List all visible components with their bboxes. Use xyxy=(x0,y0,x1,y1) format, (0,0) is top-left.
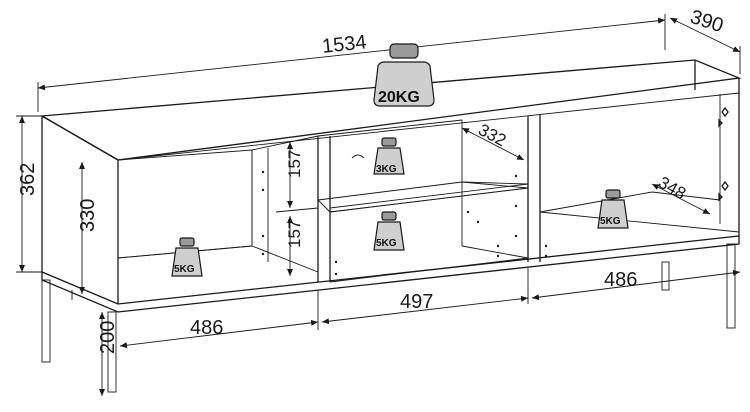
middle-compartment xyxy=(317,119,529,283)
lower-compartment-height-label: 157 xyxy=(285,220,304,248)
leg-height-label: 200 xyxy=(97,321,119,354)
right-width-label: 486 xyxy=(604,269,637,291)
dimension-lines xyxy=(16,14,741,396)
weight-top: 20KG xyxy=(373,43,435,107)
height-inner-label: 330 xyxy=(77,199,99,232)
load-middle-bottom-label: 5KG xyxy=(376,238,397,249)
depth-label: 390 xyxy=(687,6,726,37)
dimension-labels: 1534 390 362 330 200 157 157 332 348 486… xyxy=(17,6,726,354)
height-total-label: 362 xyxy=(17,163,39,196)
weight-left-bottom: 5KG xyxy=(171,237,203,277)
weight-middle-bottom: 5KG xyxy=(373,211,405,251)
inner-depth-label: 348 xyxy=(655,173,689,204)
right-compartment xyxy=(527,94,740,262)
weight-right-bottom: 5KG xyxy=(597,189,629,229)
weight-middle-shelf: 3KG xyxy=(373,137,405,175)
middle-width-label: 497 xyxy=(400,291,433,313)
load-top-label: 20KG xyxy=(378,89,420,106)
load-left-bottom-label: 5KG xyxy=(174,264,195,275)
width-label: 1534 xyxy=(321,31,368,58)
upper-compartment-height-label: 157 xyxy=(285,150,304,178)
legs xyxy=(41,243,736,393)
shelf-depth-label: 332 xyxy=(475,120,509,150)
left-width-label: 486 xyxy=(190,317,223,339)
load-middle-shelf-label: 3KG xyxy=(376,164,397,175)
load-right-bottom-label: 5KG xyxy=(600,216,621,227)
